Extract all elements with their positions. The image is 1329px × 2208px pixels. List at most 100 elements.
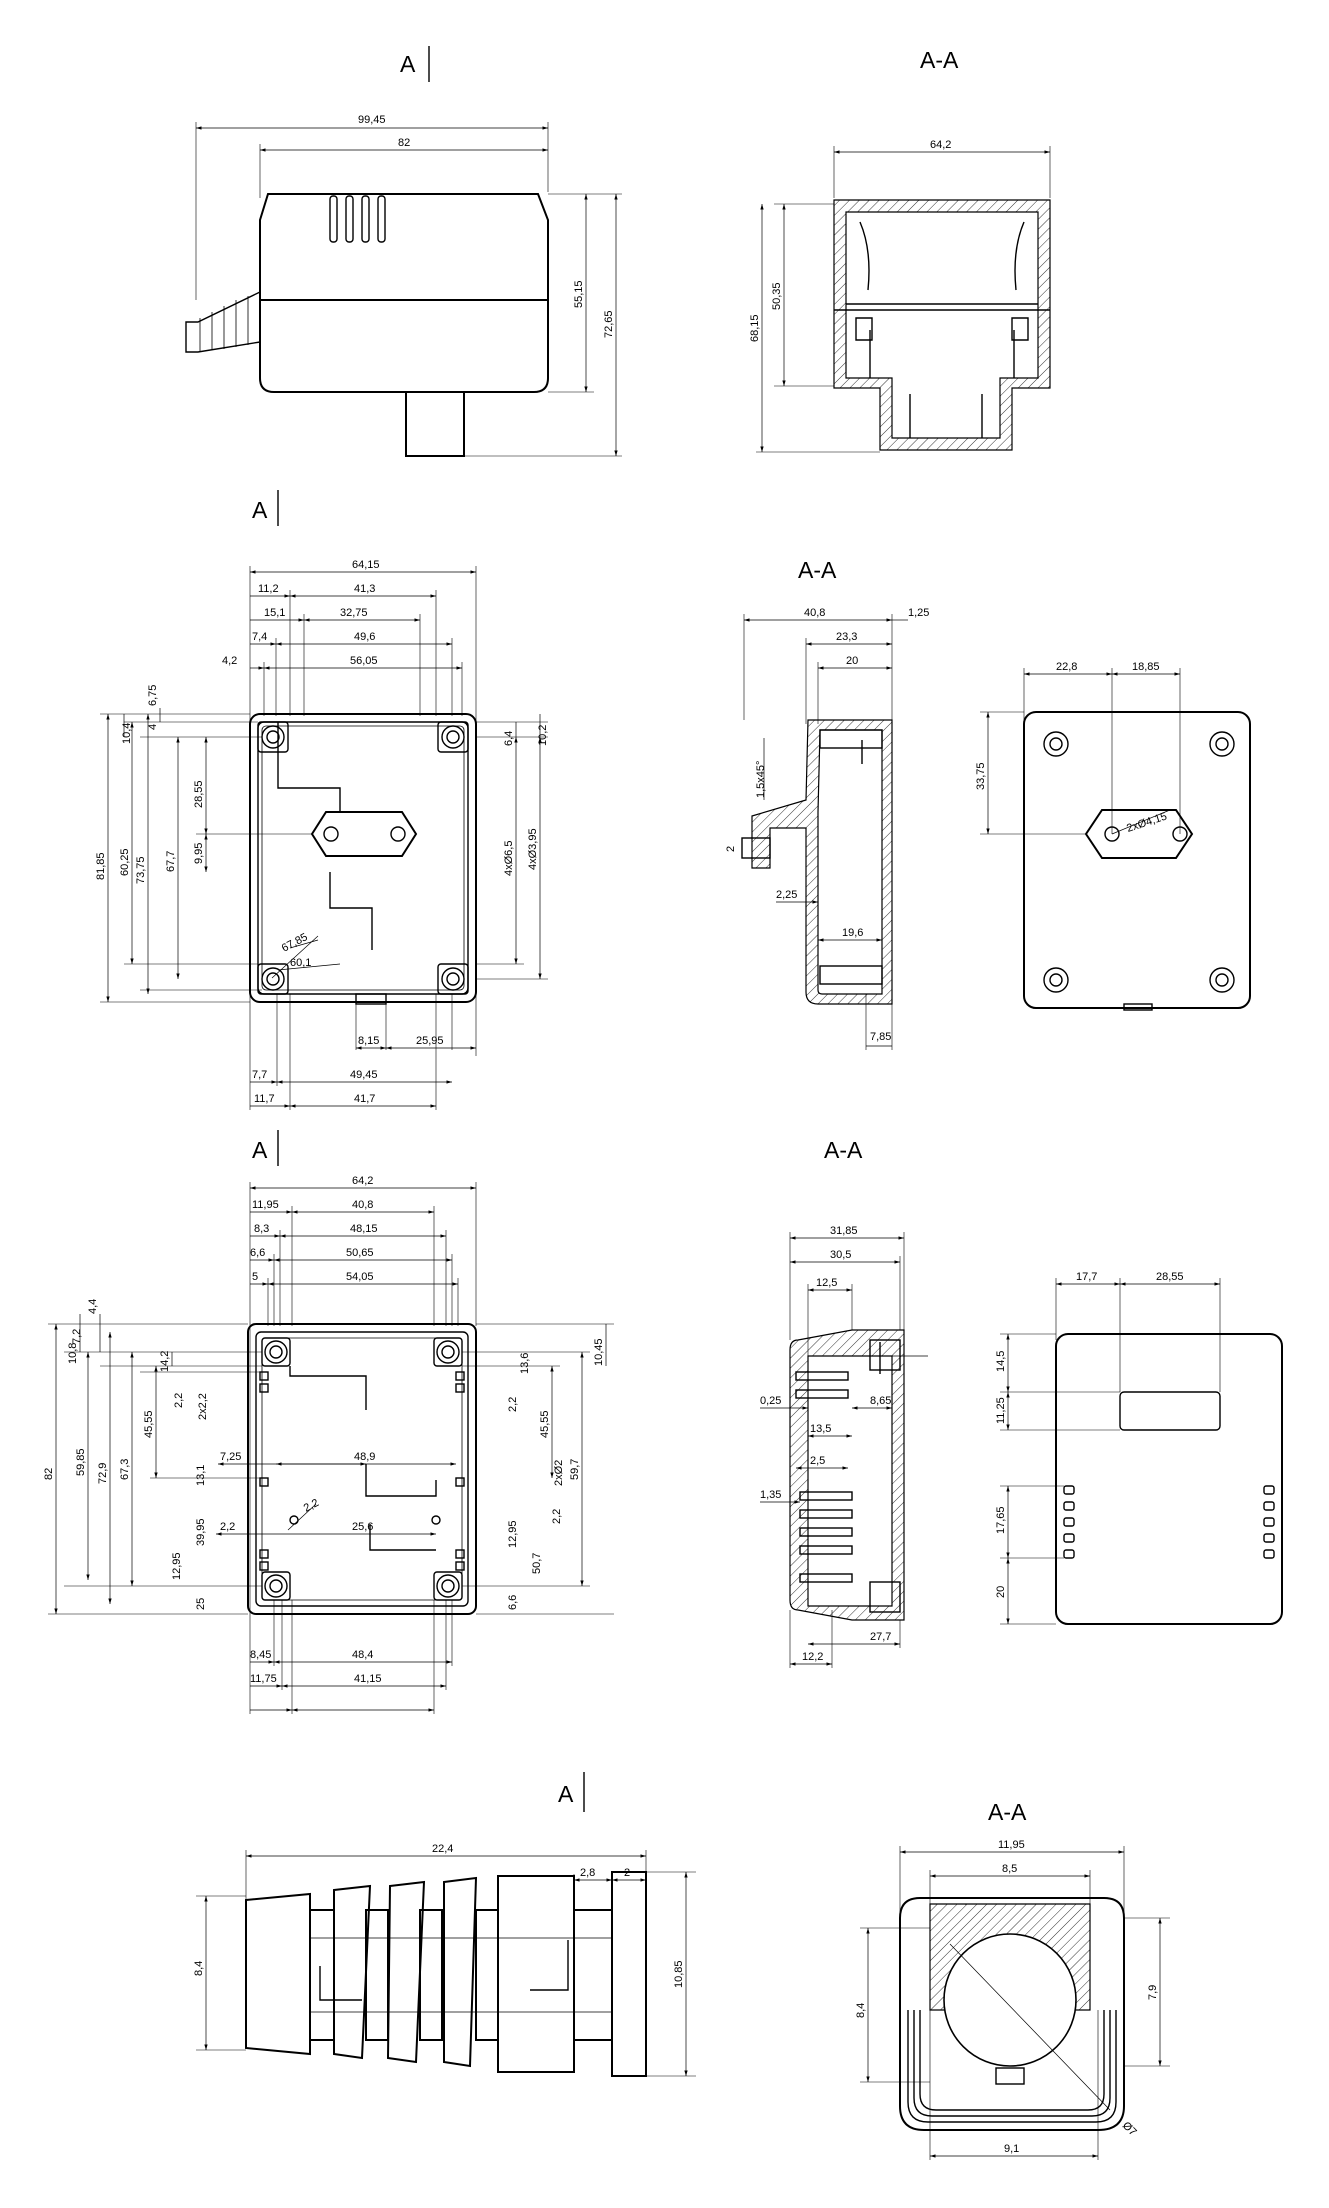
- dim-label: 2,5: [810, 1455, 825, 1467]
- dim-label: 2,2: [220, 1521, 235, 1533]
- dim-label: 4xØ6,5: [503, 841, 515, 876]
- dim-label: 8,4: [855, 2003, 867, 2018]
- dim-label: 54,05: [346, 1271, 374, 1283]
- dim-label: 18,85: [1132, 661, 1160, 673]
- view-2-bottom-plan: A 64,15 11,2 41,3 15,1 32,75 7,4 49,6 4,…: [95, 490, 549, 1110]
- view-3-section: A-A 31,85 30,5 12,5 0,25 8,65 13: [760, 1137, 928, 1668]
- view-label: A-A: [988, 1799, 1027, 1825]
- view-4-cable-gland: A 22,4 2,8 2 8,4 10,85: [193, 1772, 696, 2077]
- dim-label: 40,8: [804, 607, 825, 619]
- side-vents-right: [1263, 1485, 1275, 1559]
- dim-label: 20: [995, 1586, 1007, 1598]
- hole-callout: 60,1: [290, 957, 311, 969]
- dim-label: 28,55: [1156, 1271, 1184, 1283]
- view-label: A-A: [920, 47, 959, 73]
- vent-slots: [329, 195, 386, 243]
- dim-label: 11,95: [252, 1199, 279, 1211]
- dim-label: 12,5: [816, 1277, 837, 1289]
- dim-label: 41,7: [354, 1093, 375, 1105]
- dim-label: 4xØ3,95: [527, 828, 539, 870]
- dim-label: 1,5x45°: [755, 761, 767, 798]
- dim-label: 5: [252, 1271, 258, 1283]
- view-label: A: [252, 497, 268, 523]
- dim-label: 68,15: [749, 314, 761, 342]
- dim-label: Ø7: [1120, 2120, 1139, 2139]
- dim-label: 20: [846, 655, 858, 667]
- dim-label: 12,95: [507, 1520, 519, 1548]
- dim-label: 11,25: [995, 1397, 1007, 1424]
- dim-label: 50,35: [771, 282, 783, 310]
- dim-label: 10,2: [537, 725, 549, 746]
- dim-label: 28,55: [193, 780, 205, 808]
- dim-label: 10,85: [673, 1960, 685, 1988]
- dim-label: 7,2: [71, 1329, 83, 1344]
- dim-label: 45,55: [143, 1410, 155, 1438]
- dim-label: 19,6: [842, 927, 863, 939]
- view-label: A-A: [824, 1137, 863, 1163]
- dim-label: 48,9: [354, 1451, 375, 1463]
- dim-label: 64,2: [352, 1175, 373, 1187]
- dim-label: 40,8: [352, 1199, 373, 1211]
- dim-label: 2,2: [551, 1509, 563, 1524]
- corner-bosses: [257, 721, 469, 995]
- dim-label: 11,2: [258, 583, 279, 595]
- view-4-section: A-A 11,95 8,5 Ø7 8,4 7,9 9,1: [855, 1799, 1170, 2160]
- dim-label: 8,45: [250, 1649, 271, 1661]
- dim-label: 32,75: [340, 607, 368, 619]
- dim-label: 9,1: [1004, 2143, 1019, 2155]
- dim-label: 82: [398, 137, 410, 149]
- dim-label: 8,3: [254, 1223, 269, 1235]
- view-3-top-plan: A 64,2 11,95 40,8 8,3 48,15 6,6 50,65 5 …: [43, 1130, 614, 1714]
- dim-label: 64,15: [352, 559, 380, 571]
- dim-label: 1,25: [908, 607, 929, 619]
- dim-label: 50,7: [531, 1553, 543, 1574]
- dim-label: 82: [43, 1468, 55, 1480]
- dim-label: 41,15: [354, 1673, 382, 1685]
- dim-label: 8,4: [193, 1961, 205, 1976]
- dim-label: 2: [725, 846, 737, 852]
- dim-label: 7,4: [252, 631, 267, 643]
- dim-label: 6,6: [250, 1247, 265, 1259]
- dim-label: 7,85: [870, 1031, 891, 1043]
- dim-label: 27,7: [870, 1631, 891, 1643]
- dim-label: 13,5: [810, 1423, 831, 1435]
- dim-label: 7,25: [220, 1451, 241, 1463]
- dim-label: 41,3: [354, 583, 375, 595]
- dim-label: 30,5: [830, 1249, 851, 1261]
- dim-label: 81,85: [95, 852, 107, 880]
- view-label: A: [400, 51, 416, 77]
- dim-label: 6,4: [503, 731, 515, 746]
- view-label: A: [558, 1781, 574, 1807]
- dim-label: 10,8: [67, 1343, 79, 1364]
- dim-label: 99,45: [358, 114, 386, 126]
- hole-callout: 2,2: [302, 1497, 321, 1515]
- rib-slots: [259, 1371, 465, 1571]
- view-2-outline: 22,8 18,85 2xØ4,15 33,75: [975, 661, 1251, 1011]
- dim-label: 72,65: [603, 310, 615, 338]
- corner-bosses: [261, 1337, 463, 1601]
- dim-label: 14,5: [995, 1351, 1007, 1372]
- dim-label: 14,2: [159, 1351, 171, 1372]
- dim-label: 39,95: [195, 1518, 207, 1546]
- view-1-side-elevation: A 99,45 82: [185, 46, 622, 457]
- dim-label: 45,55: [539, 1410, 551, 1438]
- dim-label: 17,65: [995, 1506, 1007, 1534]
- dim-label: 7,9: [1147, 1985, 1159, 2000]
- dim-label: 2,8: [580, 1867, 595, 1879]
- dim-label: 31,85: [830, 1225, 858, 1237]
- dim-label: 10,45: [593, 1338, 605, 1366]
- dim-label: 11,7: [254, 1093, 275, 1105]
- dim-label: 48,4: [352, 1649, 373, 1661]
- dim-label: 60,25: [119, 848, 131, 876]
- dim-label: 25,6: [352, 1521, 373, 1533]
- dim-label: 2,2: [507, 1397, 519, 1412]
- dim-label: 22,8: [1056, 661, 1077, 673]
- vent-ribs: [795, 1371, 853, 1583]
- dim-label: 11,75: [250, 1673, 277, 1685]
- dim-label: 1,35: [760, 1489, 781, 1501]
- side-vents-left: [1063, 1485, 1075, 1559]
- dim-label: 13,1: [195, 1465, 207, 1486]
- dim-label: 10,4: [121, 723, 133, 744]
- dim-label: 73,75: [135, 856, 147, 884]
